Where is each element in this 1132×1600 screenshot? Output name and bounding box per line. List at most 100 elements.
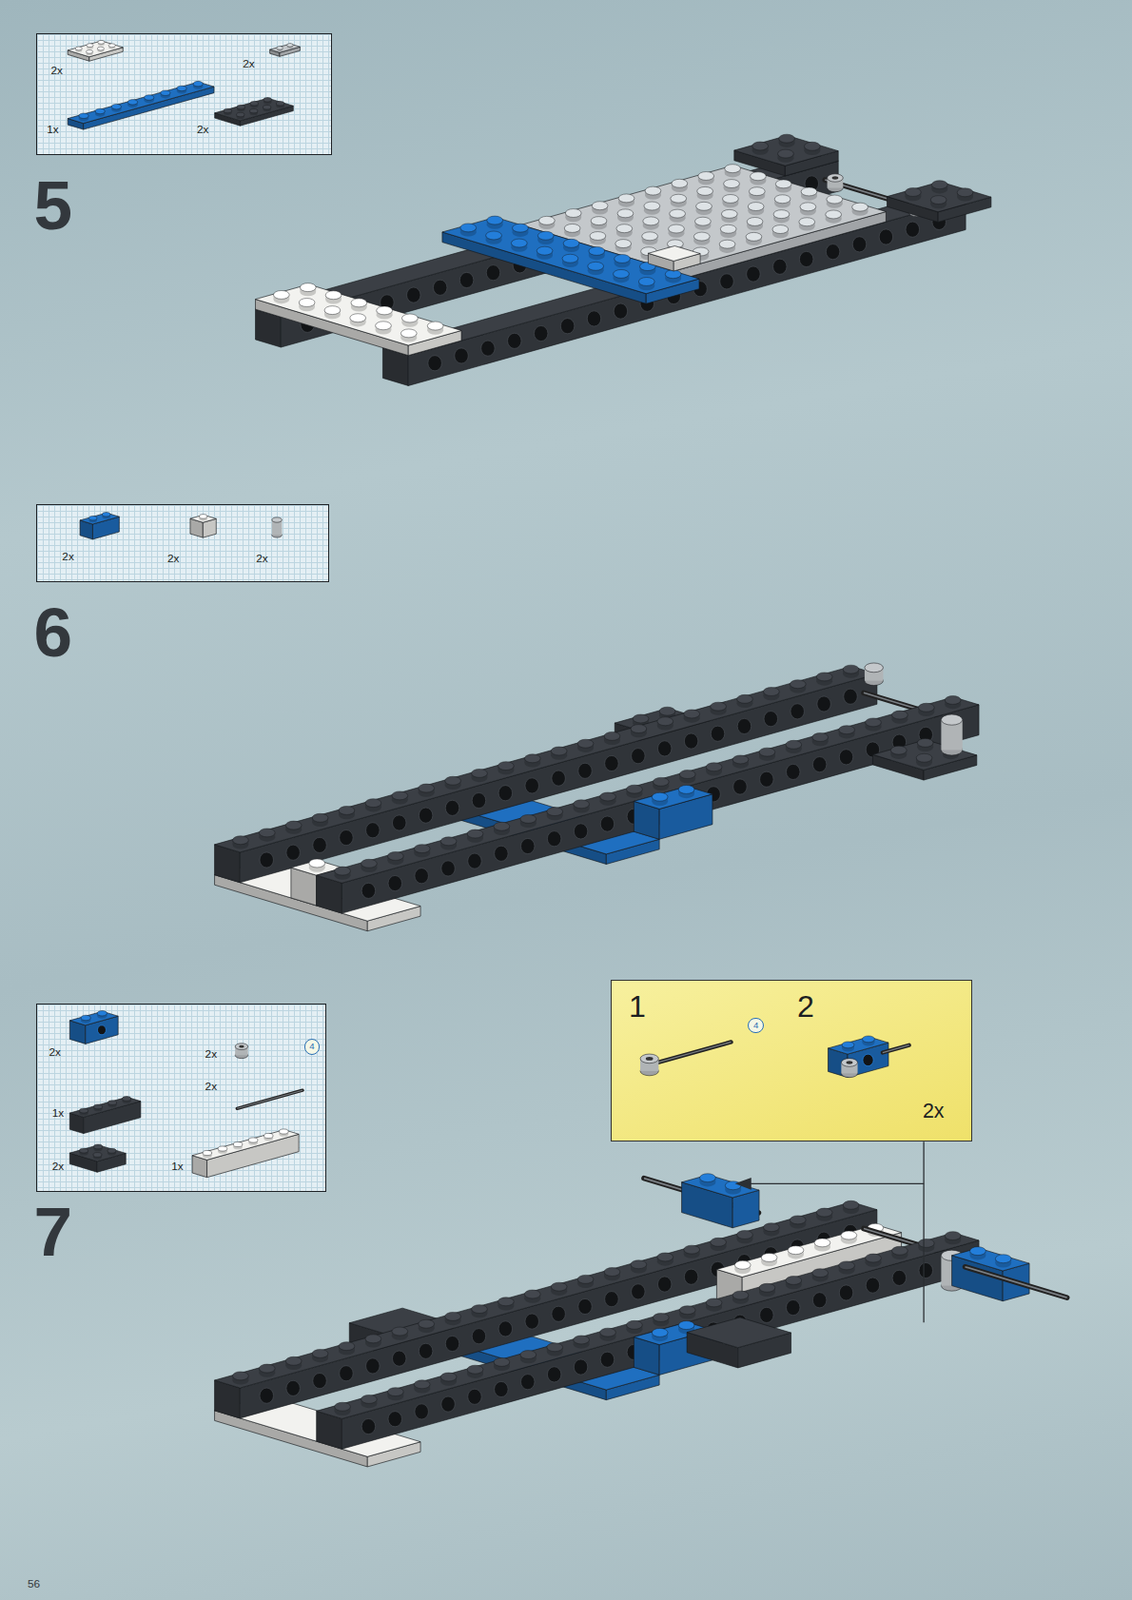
lego-part: [79, 512, 119, 540]
lego-part: [67, 40, 123, 62]
technic-hole: [468, 853, 483, 869]
part-icon: [67, 81, 215, 131]
stud-top: [537, 231, 554, 240]
part-icon: [827, 1035, 909, 1078]
technic-hole: [286, 844, 301, 860]
technic-hole: [366, 822, 381, 839]
stud-top: [618, 194, 635, 203]
technic-hole: [361, 882, 376, 898]
stud-top: [956, 188, 974, 197]
stud-top: [587, 261, 605, 271]
cylinder-top: [827, 174, 844, 182]
part-icons: [37, 34, 333, 157]
technic-hole: [418, 807, 433, 823]
stud-top: [564, 223, 581, 233]
stud-top: [669, 209, 686, 218]
stud-top: [841, 1041, 855, 1049]
stud-top: [698, 172, 715, 181]
axle-length-callout: 4: [304, 1038, 320, 1054]
technic-hole: [494, 845, 509, 861]
stud-top: [785, 740, 802, 749]
stud-top: [697, 186, 714, 196]
stud-top: [235, 113, 244, 118]
technic-hole: [468, 1388, 483, 1405]
stud-top: [613, 269, 630, 278]
stud-top: [799, 217, 816, 227]
stud-top: [376, 306, 393, 315]
axle-highlight: [236, 1090, 303, 1109]
part-top-face: [686, 1317, 791, 1348]
stud-top: [258, 828, 275, 838]
technic-hole: [683, 733, 699, 749]
stud-top: [710, 702, 727, 711]
part-quantity: 2x: [52, 1161, 64, 1173]
stud-top: [683, 1245, 701, 1254]
stud-top: [365, 799, 382, 808]
part-top-face: [316, 1232, 979, 1420]
technic-hole: [312, 837, 328, 853]
cylinder-hole: [845, 1060, 853, 1064]
stud-top: [865, 1253, 882, 1263]
stud-top: [127, 99, 137, 105]
technic-hole: [525, 1313, 540, 1329]
technic-hole: [746, 266, 762, 282]
stud-top: [839, 725, 856, 735]
part-top-face: [521, 165, 887, 272]
technic-hole: [459, 272, 474, 288]
stud-top: [275, 101, 284, 106]
part-top-face: [192, 1129, 299, 1160]
cylinder-top: [271, 517, 282, 523]
stud-top: [705, 762, 723, 772]
lego-part: [69, 1095, 141, 1133]
technic-hole: [418, 1343, 433, 1359]
stud-top: [97, 47, 104, 52]
stud-top: [789, 680, 806, 689]
stud-top: [512, 223, 529, 233]
stud-top: [683, 709, 701, 719]
stud-top: [785, 1276, 802, 1286]
axle-highlight: [648, 1041, 731, 1065]
step-model: [214, 1173, 1068, 1467]
cylinder-top: [940, 714, 962, 725]
technic-hole: [339, 829, 354, 845]
stud-top: [917, 702, 935, 712]
part-icon: [214, 97, 293, 127]
stud-top: [351, 298, 368, 308]
stud-top: [460, 223, 477, 233]
stud-top: [486, 231, 503, 240]
lego-part: [382, 192, 966, 387]
stud-top: [678, 1321, 695, 1330]
axle: [648, 1041, 731, 1065]
lego-part: [647, 246, 701, 272]
part-top-face: [255, 284, 462, 346]
stud-top: [747, 202, 764, 212]
stud-top: [121, 1095, 131, 1101]
part-icon: [189, 514, 215, 538]
stud-top: [85, 50, 93, 55]
stud-top: [917, 1238, 935, 1248]
technic-hole: [605, 755, 620, 771]
stud-top: [861, 1035, 875, 1043]
callout-number: 2: [797, 991, 815, 1022]
stud-top: [773, 210, 790, 219]
stud-top: [904, 188, 921, 197]
technic-hole: [839, 1285, 854, 1301]
stud-top: [159, 90, 170, 96]
stud-top: [800, 187, 818, 196]
stud-top: [745, 232, 762, 241]
stud-top: [652, 777, 669, 786]
parts-list-box: 2x2x2x: [36, 504, 330, 583]
stud-top: [262, 105, 271, 110]
stud-top: [467, 1365, 484, 1374]
part-quantity: 2x: [205, 1081, 217, 1093]
part-icon: [69, 1144, 126, 1172]
technic-hole: [760, 1307, 775, 1323]
stud-top: [825, 210, 842, 219]
technic-hole: [600, 1351, 615, 1367]
stud-top: [638, 277, 655, 287]
cylinder-top: [640, 1053, 659, 1064]
technic-hole: [507, 332, 523, 349]
technic-hole: [905, 221, 920, 237]
stud-top: [719, 239, 736, 249]
technic-hole: [521, 1374, 536, 1390]
